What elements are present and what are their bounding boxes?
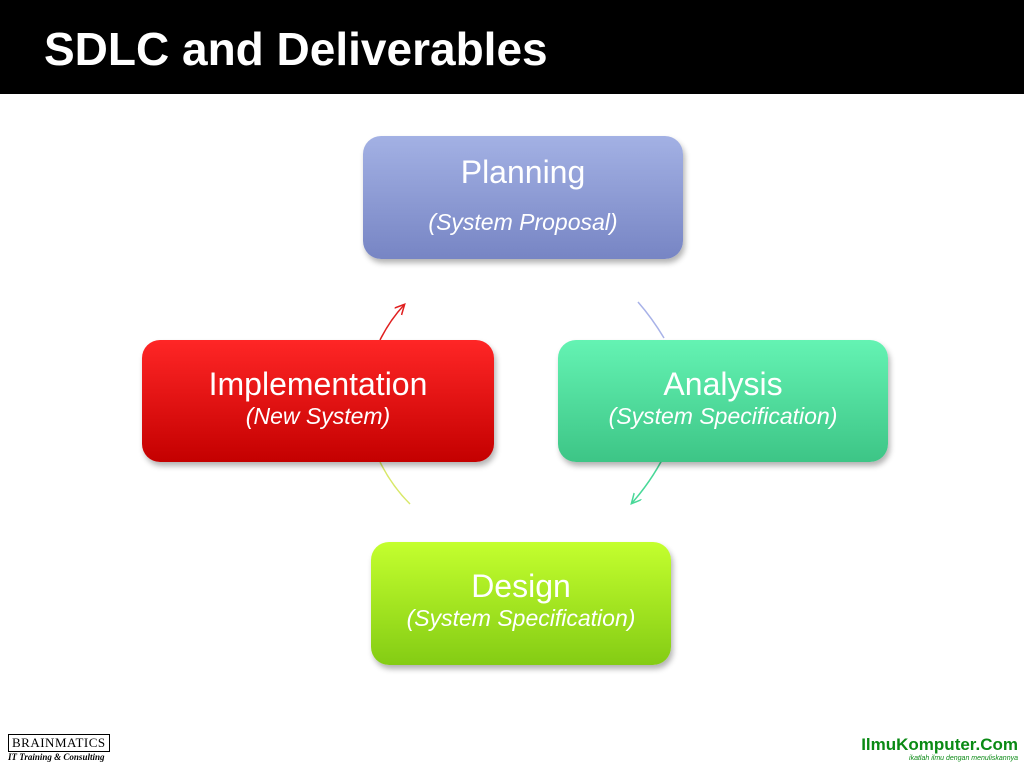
ilmukomputer-name: IlmuKomputer.Com bbox=[861, 735, 1018, 754]
implementation-title: Implementation bbox=[208, 366, 428, 402]
slide-title: SDLC and Deliverables bbox=[44, 23, 548, 75]
ilmukomputer-logo: IlmuKomputer.Com ikatlah ilmu dengan men… bbox=[861, 736, 1018, 764]
planning-node: Planning (System Proposal) bbox=[363, 136, 683, 259]
planning-subtitle: (System Proposal) bbox=[428, 208, 618, 235]
brainmatics-logo: BRAINMATICS IT Training & Consulting bbox=[8, 734, 110, 763]
brainmatics-tagline: IT Training & Consulting bbox=[8, 752, 105, 762]
analysis-title: Analysis bbox=[663, 366, 783, 402]
analysis-node: Analysis (System Specification) bbox=[558, 340, 888, 462]
planning-title: Planning bbox=[460, 154, 586, 190]
analysis-subtitle: (System Specification) bbox=[608, 402, 838, 429]
design-subtitle: (System Specification) bbox=[406, 604, 636, 631]
implementation-node: Implementation (New System) bbox=[142, 340, 494, 462]
design-node: Design (System Specification) bbox=[371, 542, 671, 665]
arrow-design-to-implementation bbox=[379, 461, 411, 505]
arrow-planning-to-analysis bbox=[637, 301, 665, 339]
ilmukomputer-tagline: ikatlah ilmu dengan menuliskannya bbox=[909, 755, 1018, 762]
arrow-implementation-to-planning bbox=[379, 305, 404, 341]
implementation-subtitle: (New System) bbox=[245, 402, 391, 429]
brainmatics-brand: BRAINMATICS bbox=[8, 734, 110, 752]
title-bar: SDLC and Deliverables bbox=[0, 0, 1024, 94]
design-title: Design bbox=[471, 568, 571, 604]
